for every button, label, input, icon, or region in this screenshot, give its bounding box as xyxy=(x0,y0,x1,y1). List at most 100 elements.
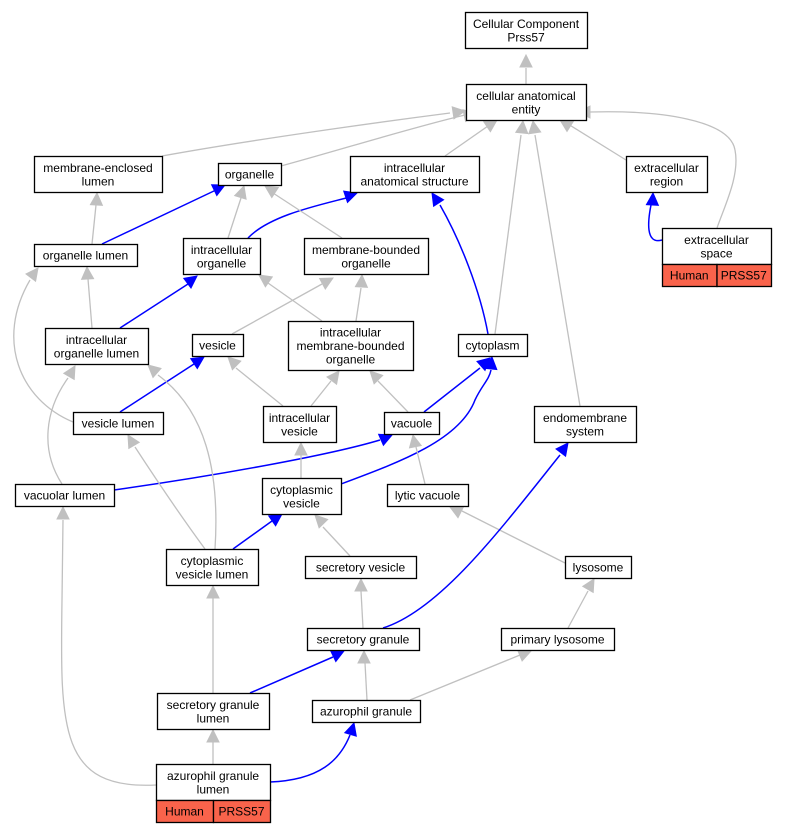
arrowhead-sv-to-cv xyxy=(314,514,329,529)
arrowhead-cvl-to-vl xyxy=(127,434,141,450)
edge-sgl-to-sg xyxy=(249,656,334,694)
edge-vacl-to-iol xyxy=(47,377,69,485)
arrowhead-ag-to-pl xyxy=(516,649,533,662)
gene-cell xyxy=(212,799,272,824)
gene-cell xyxy=(716,263,773,288)
node-lv[interactable]: lytic vacuole xyxy=(386,483,470,508)
node-label: lumen xyxy=(197,782,230,796)
edge-vl-to-vesicle xyxy=(119,363,195,413)
node-box xyxy=(457,333,529,358)
node-label: organelle lumen xyxy=(43,249,128,263)
node-label: intracellular xyxy=(66,333,127,347)
arrowhead-ems-to-cae xyxy=(528,119,542,135)
node-box xyxy=(349,155,481,194)
node-box xyxy=(72,411,165,436)
edge-ias-to-cae xyxy=(444,125,489,157)
node-cyto[interactable]: cytoplasm xyxy=(457,333,529,358)
node-box xyxy=(303,237,430,276)
node-org[interactable]: organelle xyxy=(217,162,283,187)
node-label: vesicle xyxy=(281,424,318,438)
arrowhead-agl-to-ag xyxy=(343,721,357,737)
arrowhead-ag-to-sg xyxy=(357,649,371,664)
arrow-layer xyxy=(25,53,660,743)
node-label: secretory granule xyxy=(317,633,410,647)
node-box xyxy=(156,692,271,731)
node-label: lumen xyxy=(197,711,230,725)
arrowhead-vesicle-to-mbo xyxy=(318,277,334,290)
node-box xyxy=(304,555,418,580)
node-label: organelle xyxy=(326,353,376,367)
arrowhead-vacl-to-iol xyxy=(62,365,76,381)
arrowhead-mel-to-cae xyxy=(451,106,467,120)
arrowhead-cae-to-root xyxy=(519,53,533,68)
edge-cyto-to-ias xyxy=(439,204,489,335)
arrowhead-sg-to-ems xyxy=(555,442,569,458)
node-label: region xyxy=(650,174,683,188)
edge-sv-to-cv xyxy=(322,526,351,557)
arrowhead-sgl-to-sg xyxy=(329,650,346,663)
node-lys[interactable]: lysosome xyxy=(564,555,633,580)
node-vacl[interactable]: vacuolar lumen xyxy=(14,483,116,508)
node-label: lysosome xyxy=(573,561,624,575)
edge-iorg-to-org xyxy=(227,197,242,239)
edge-cvl-to-iol xyxy=(157,374,217,550)
node-sv[interactable]: secretory vesicle xyxy=(304,555,418,580)
edge-vac-to-imbo xyxy=(377,380,409,413)
arrowhead-cv-to-iv xyxy=(294,441,308,456)
node-label: Prss57 xyxy=(507,30,545,44)
edge-iv-to-imbo xyxy=(310,380,332,407)
arrowhead-vl-to-orgl xyxy=(25,267,39,283)
edge-ag-to-pl xyxy=(409,654,521,701)
node-box xyxy=(383,411,441,436)
node-vac[interactable]: vacuole xyxy=(383,411,441,436)
node-label: membrane-enclosed xyxy=(43,161,152,175)
node-ag[interactable]: azurophil granule xyxy=(311,699,422,724)
edge-lv-to-vac xyxy=(415,446,426,485)
node-box xyxy=(33,155,164,194)
node-label: cytoplasmic xyxy=(181,554,244,568)
arrowhead-sg-to-sv xyxy=(354,577,368,592)
node-box xyxy=(287,320,415,372)
edge-cv-to-cyto xyxy=(340,369,492,485)
arrowhead-iv-to-imbo xyxy=(326,370,340,386)
node-box xyxy=(217,162,283,187)
arrowhead-mbo-to-org xyxy=(264,185,280,199)
edge-cvl-to-cv xyxy=(232,520,273,550)
node-label: entity xyxy=(512,102,541,116)
species-label: Human xyxy=(670,269,709,283)
node-vesicle[interactable]: vesicle xyxy=(191,333,245,358)
node-label: extracellular xyxy=(684,233,749,247)
edge-cyto-to-cae xyxy=(494,134,522,335)
edge-org-to-cae xyxy=(280,114,466,167)
edge-vl-to-orgl xyxy=(13,279,74,423)
node-vl[interactable]: vesicle lumen xyxy=(72,411,165,436)
edge-mbo-to-org xyxy=(272,192,343,239)
node-label: vesicle xyxy=(199,339,236,353)
node-sg[interactable]: secretory granule xyxy=(306,627,421,652)
node-orgl[interactable]: organelle lumen xyxy=(33,243,139,268)
node-pl[interactable]: primary lysosome xyxy=(500,627,616,652)
edge-extr-to-cae xyxy=(567,123,627,161)
node-label: secretory vesicle xyxy=(316,561,406,575)
arrowhead-orgl-to-org xyxy=(210,184,227,197)
edge-vesicle-to-mbo xyxy=(231,283,323,335)
arrowhead-vac-to-imbo xyxy=(369,370,384,385)
